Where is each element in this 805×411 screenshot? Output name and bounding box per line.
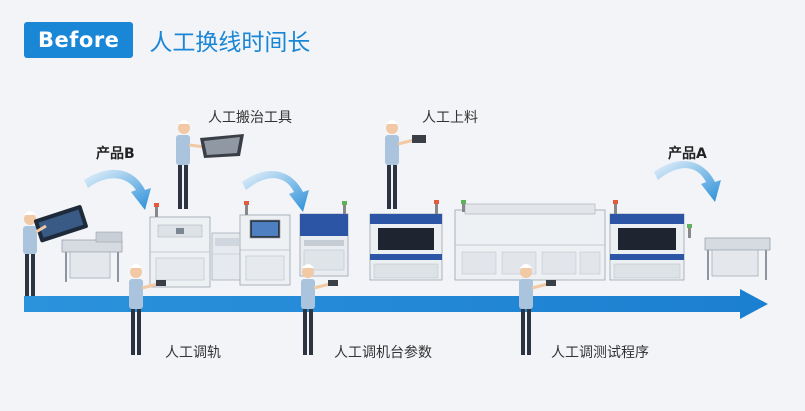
machine-spi [239,201,291,286]
label-adjust-program: 人工调测试程序 [551,345,649,361]
label-carry-fixture: 人工搬治工具 [208,110,292,126]
curved-arrow-product-b [84,169,151,210]
worker-carry-fixture [176,120,244,209]
unloader-conveyor [687,224,771,280]
label-product-a: 产品A [668,146,707,162]
machine-printer [149,203,211,288]
label-adjust-rail: 人工调轨 [165,345,221,361]
machine-blue-1 [369,200,443,281]
curved-arrow-spi [242,170,309,212]
worker-adjust-rail [129,264,166,355]
worker-loading-board [23,205,88,296]
machine-small-cabinet [211,232,243,281]
before-badge: Before [24,22,134,58]
worker-adjust-params [301,264,338,355]
worker-adjust-program [519,264,556,355]
label-load-material: 人工上料 [422,110,478,126]
label-product-b: 产品B [96,146,135,162]
machine-blue-2 [609,200,685,281]
worker-load-material [385,120,426,209]
label-adjust-params: 人工调机台参数 [334,345,432,361]
conveyor-flow-arrow [24,289,768,319]
header: Before 人工换线时间长 [24,22,310,58]
loader-conveyor [61,231,123,282]
page-title: 人工换线时间长 [149,30,311,56]
curved-arrow-product-a [654,160,721,202]
